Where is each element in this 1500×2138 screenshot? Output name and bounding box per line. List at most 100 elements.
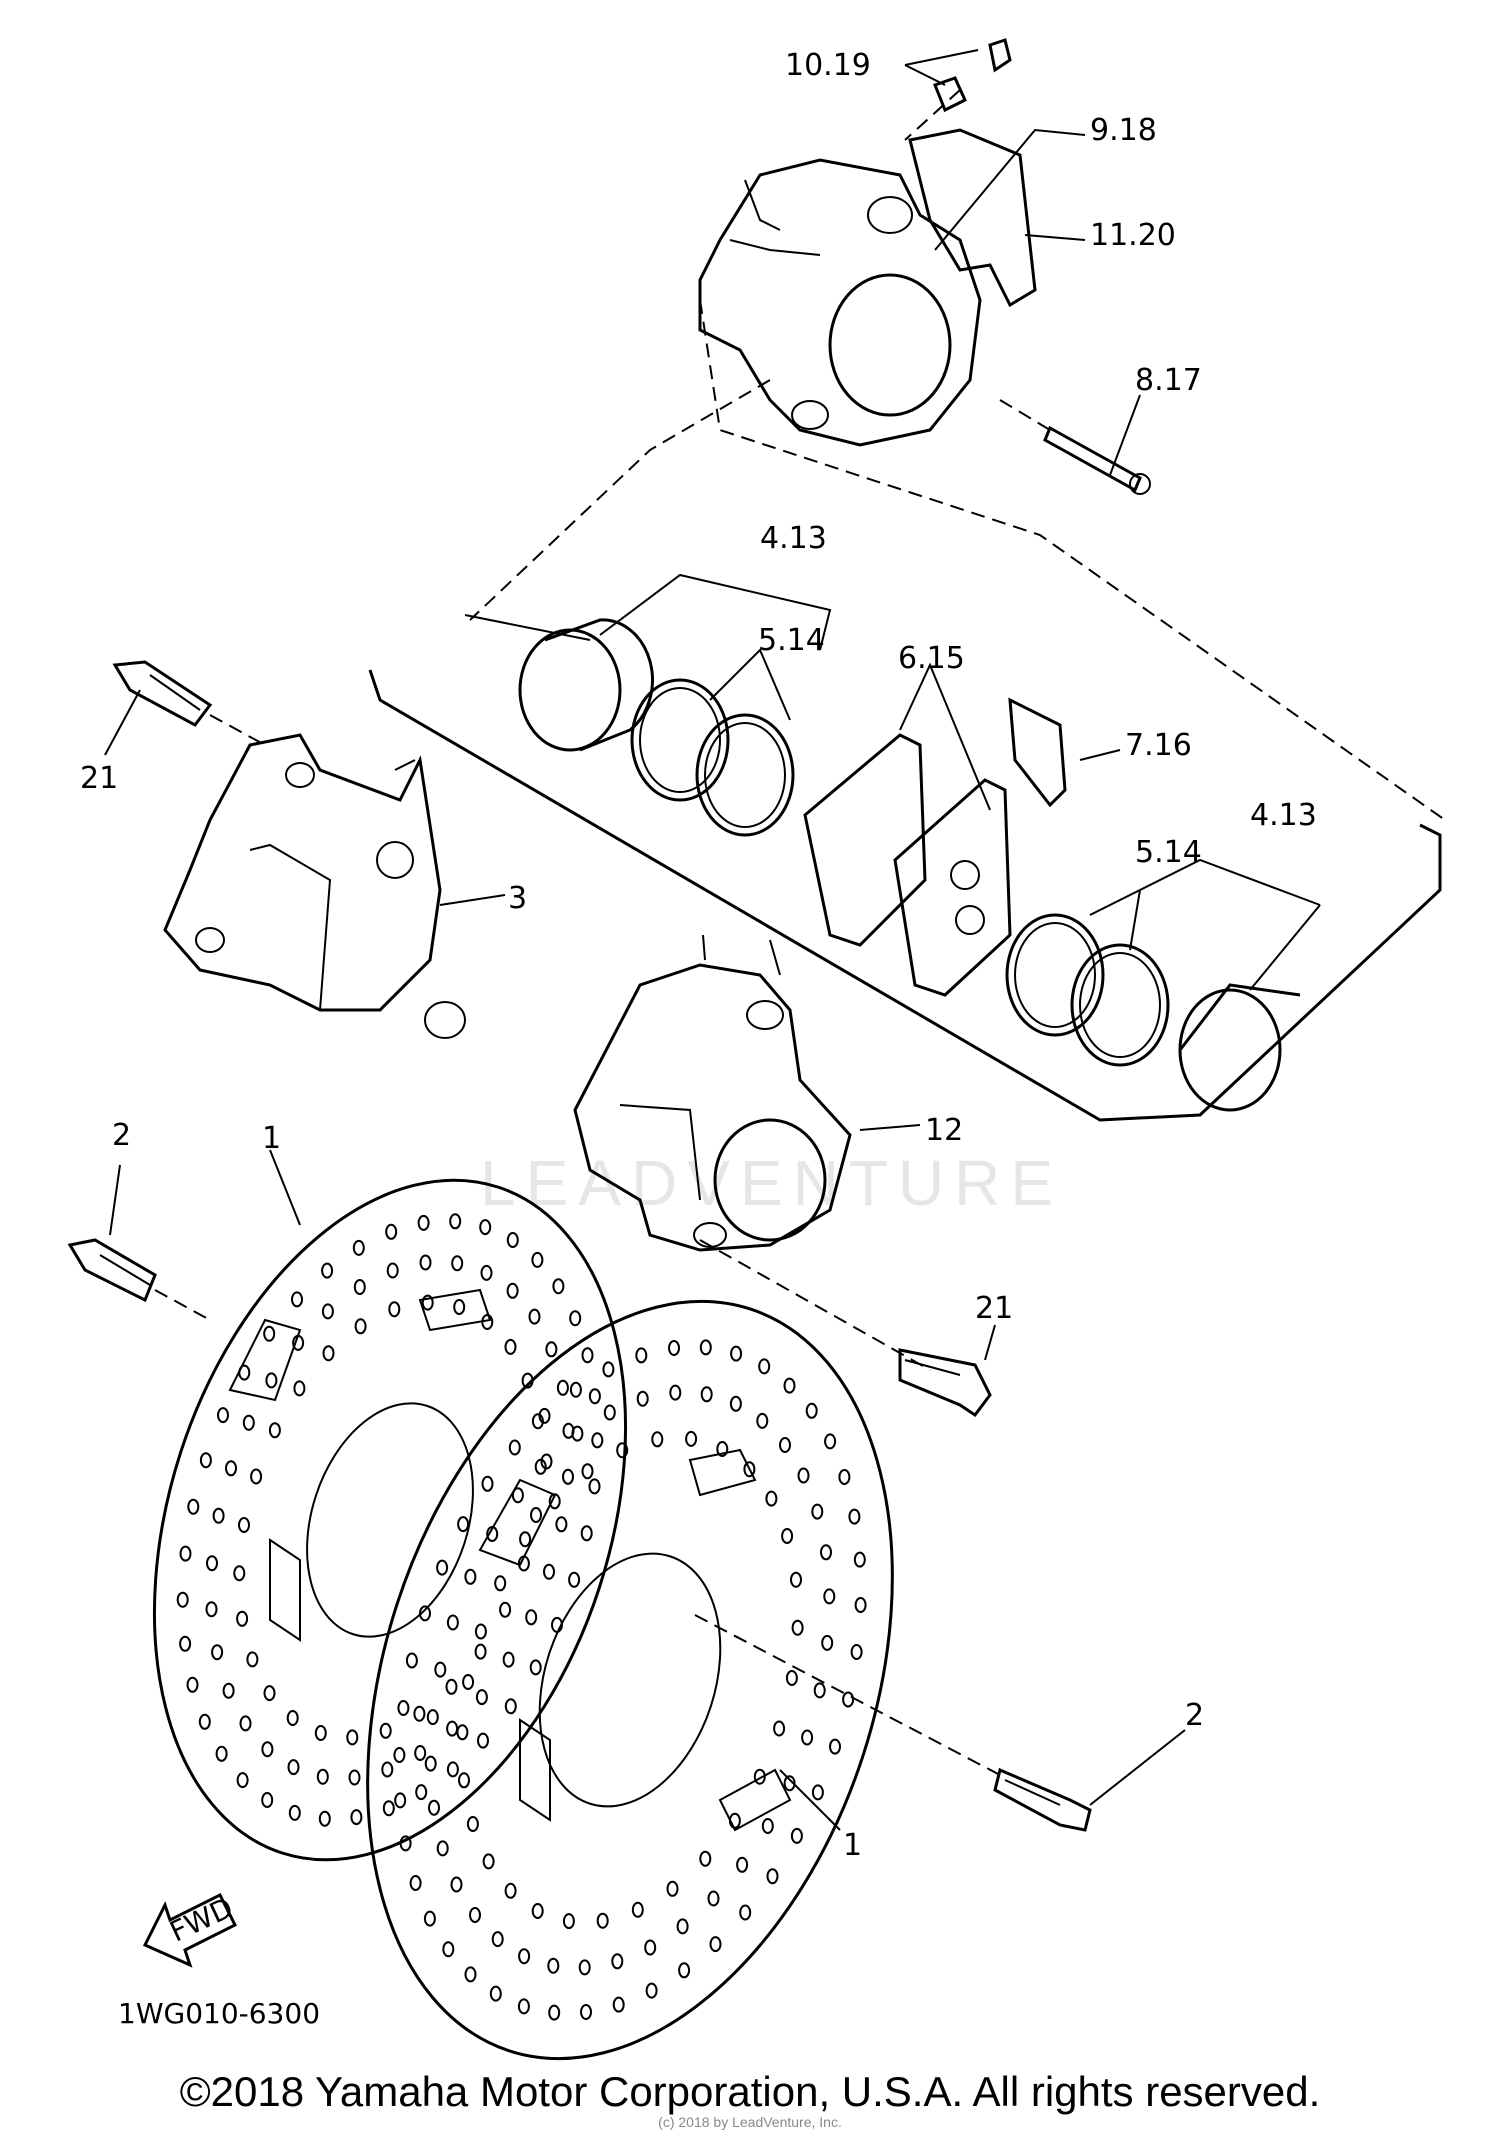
disc-hole	[644, 1939, 657, 1956]
disc-hole	[428, 1799, 440, 1816]
callout-21-b: 21	[975, 1291, 1013, 1326]
pad-spring	[1008, 697, 1067, 808]
disc-hole	[838, 1469, 851, 1485]
disc-hole	[504, 1338, 517, 1355]
disc-hole	[588, 1388, 601, 1405]
disc-hole	[321, 1303, 334, 1320]
disc-hole	[603, 1404, 616, 1421]
disc-hole	[813, 1682, 826, 1699]
disc-hole	[540, 1453, 553, 1470]
bolt-2-right	[993, 1767, 1092, 1832]
disc-hole	[316, 1768, 329, 1785]
disc-hole	[700, 1386, 713, 1403]
disc-hole	[785, 1670, 798, 1686]
credit-line: (c) 2018 by LeadVenture, Inc.	[658, 2114, 842, 2130]
disc-hole	[668, 1340, 680, 1356]
disc-hole	[474, 1643, 487, 1660]
disc-hole	[591, 1432, 604, 1449]
disc-hole	[287, 1759, 300, 1776]
disc-hole	[636, 1390, 649, 1407]
disc-hole	[820, 1544, 832, 1561]
disc-hole	[842, 1691, 855, 1708]
disc-hole	[531, 1903, 544, 1919]
disc-hole	[635, 1347, 648, 1364]
seals-a	[630, 678, 795, 837]
copyright-notice: ©2018 Yamaha Motor Corporation, U.S.A. A…	[179, 2068, 1321, 2115]
disc-hole	[580, 1525, 593, 1542]
disc-hole	[730, 1345, 743, 1362]
disc-hole	[545, 1341, 558, 1358]
callout-1-a: 1	[262, 1121, 281, 1156]
disc-hole	[217, 1407, 229, 1424]
disc-hole	[791, 1619, 804, 1636]
disc-hole	[215, 1745, 228, 1762]
disc-hole	[811, 1784, 824, 1801]
disc-hole	[580, 2004, 592, 2020]
disc-hole	[562, 1468, 574, 1485]
disc-hole	[494, 1575, 507, 1592]
disc-hole	[394, 1792, 407, 1809]
disc-hole	[354, 1318, 367, 1335]
disc-hole	[446, 1761, 459, 1778]
disc-hole	[508, 1439, 521, 1456]
disc-hole	[469, 1907, 481, 1923]
disc-hole	[179, 1635, 192, 1652]
disc-hole	[761, 1818, 774, 1834]
disc-hole	[233, 1565, 246, 1582]
disc-hole	[707, 1890, 720, 1907]
disc-hole	[611, 1953, 624, 1970]
disc-hole	[205, 1601, 218, 1618]
disc-hole	[348, 1769, 361, 1786]
disc-hole	[346, 1729, 359, 1746]
disc-hole	[236, 1610, 249, 1627]
disc-hole	[531, 1251, 544, 1268]
disc-hole	[612, 1996, 625, 2013]
disc-hole	[728, 1812, 741, 1829]
disc-hole	[466, 1816, 479, 1832]
disc-hole	[318, 1810, 331, 1827]
disc-hole	[581, 1347, 594, 1364]
diagram-code: 1WG010-6300	[118, 1997, 320, 2030]
disc-hole	[578, 1959, 591, 1976]
disc-hole	[504, 1698, 517, 1715]
disc-hole	[291, 1291, 303, 1308]
disc-hole	[236, 1772, 249, 1789]
piston-b	[1178, 983, 1301, 1112]
disc-hole	[442, 1941, 455, 1958]
disc-hole	[556, 1379, 569, 1396]
disc-hole	[525, 1609, 538, 1626]
disc-hole	[381, 1761, 394, 1778]
disc-hole	[616, 1442, 629, 1459]
disc-hole	[811, 1503, 824, 1520]
disc-hole	[261, 1741, 274, 1758]
disc-hole	[379, 1722, 392, 1739]
disc-hole	[456, 1724, 469, 1741]
disc-hole	[211, 1644, 224, 1661]
disc-hole	[517, 1998, 530, 2015]
callout-8-17: 8.17	[1135, 363, 1202, 398]
disc-hole	[417, 1214, 430, 1231]
disc-hole	[548, 1493, 561, 1510]
disc-hole	[511, 1487, 524, 1504]
disc-hole	[850, 1644, 863, 1660]
bolt-21-left	[112, 660, 213, 727]
disc-hole	[781, 1528, 794, 1544]
bolt-21-right	[898, 1348, 992, 1418]
disc-hole	[716, 1441, 729, 1457]
callout-10-19: 10.19	[785, 48, 871, 83]
disc-hole	[848, 1508, 861, 1525]
callout-11-20: 11.20	[1090, 218, 1176, 253]
bolt-2-left	[67, 1238, 157, 1303]
disc-hole	[853, 1551, 866, 1568]
brake-pads	[803, 733, 1012, 997]
disc-hole	[445, 1678, 458, 1695]
disc-hole	[268, 1422, 281, 1439]
disc-hole	[729, 1395, 742, 1412]
disc-hole	[506, 1232, 519, 1248]
disc-hole	[547, 1957, 560, 1974]
disc-hole	[179, 1545, 192, 1562]
disc-hole	[736, 1856, 749, 1873]
disc-hole	[530, 1507, 542, 1523]
disc-hole	[779, 1437, 791, 1453]
disc-hole	[773, 1720, 786, 1737]
